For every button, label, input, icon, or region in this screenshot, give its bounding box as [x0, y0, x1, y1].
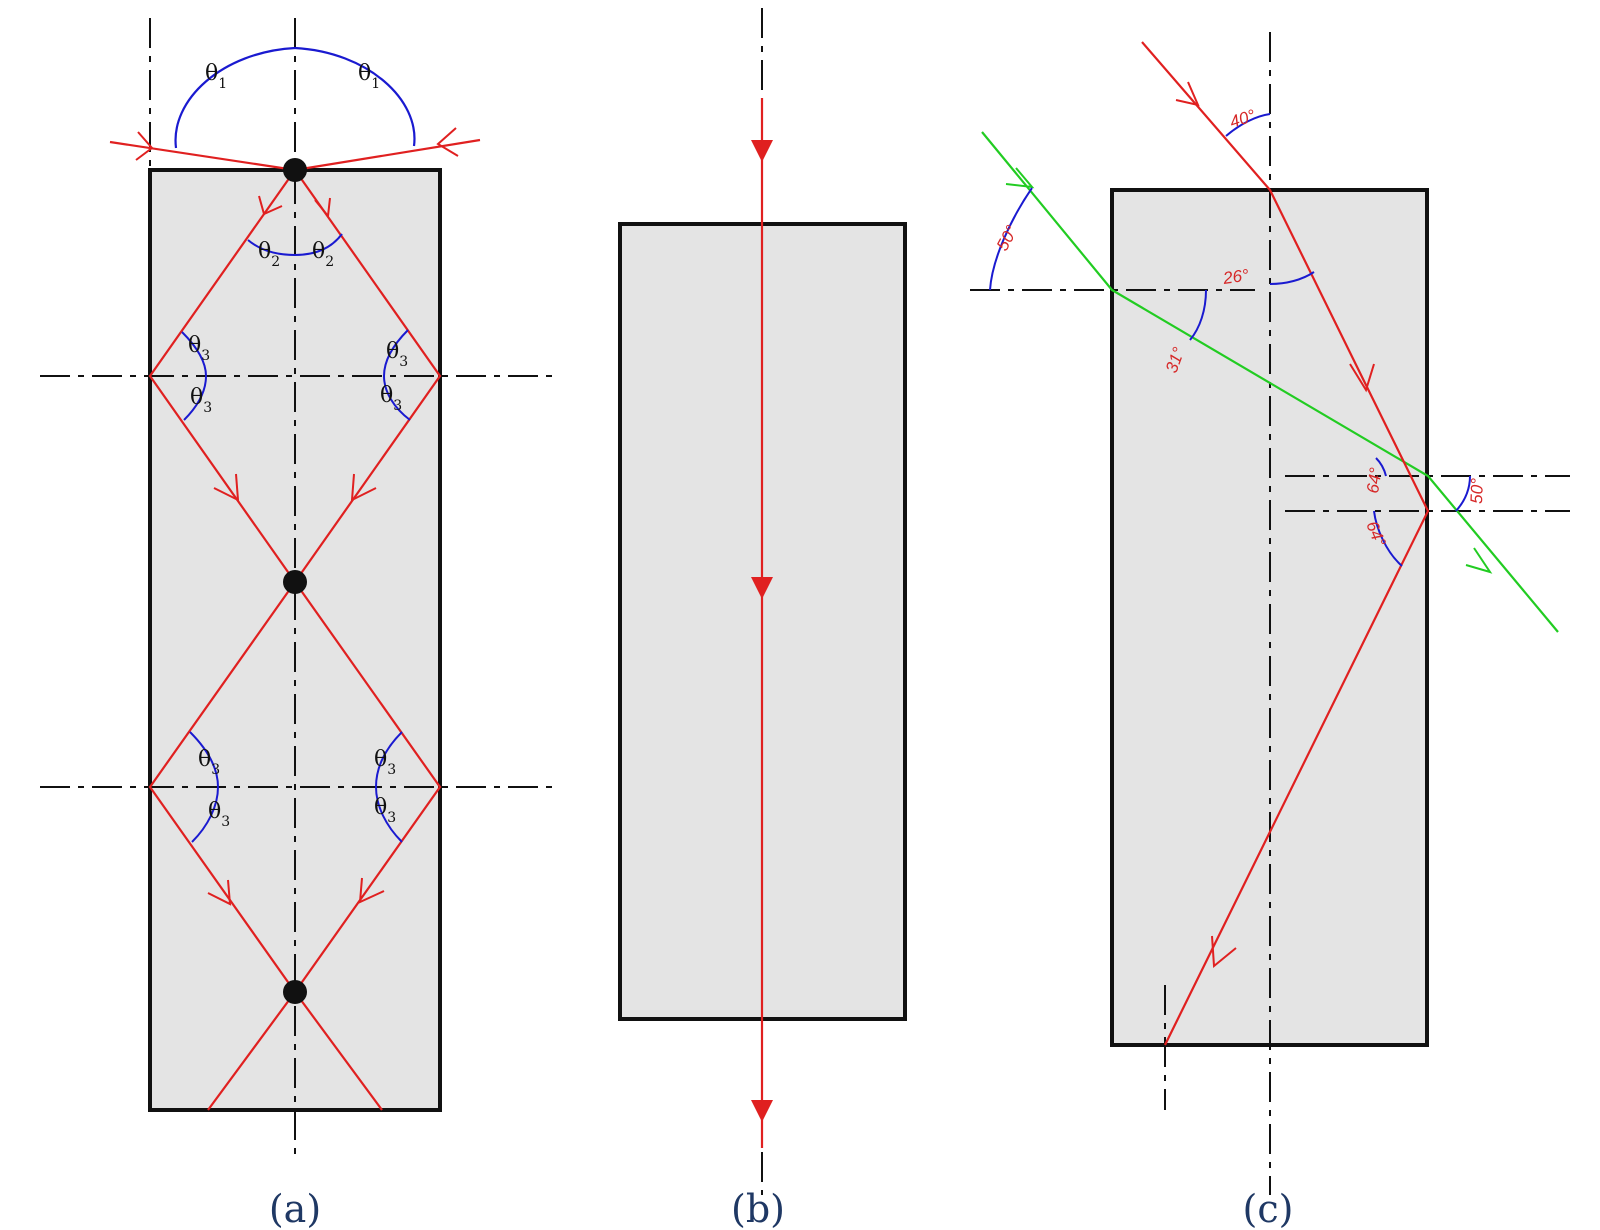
- arrow-a-5: [207, 879, 232, 906]
- label-theta3-ul-bottom: θ3: [190, 385, 212, 416]
- arrow-a-2: [314, 197, 331, 219]
- arc-theta3-lr-bottom: [375, 786, 403, 843]
- angle-label-64-upper: 64°: [1363, 466, 1385, 494]
- angle-label-50-left: 50°: [993, 222, 1022, 254]
- ray-a-zigzag-right: [293, 169, 442, 1111]
- panel-a: θ1 θ1 θ2 θ2 θ3 θ3 θ3 θ3 θ3 θ3 θ3 θ3 (a): [40, 18, 555, 1230]
- panel-label-b: (b): [731, 1187, 785, 1230]
- slab-a: [148, 168, 442, 1112]
- ray-c-green: [981, 131, 1559, 633]
- arrow-c-red-mid: [1349, 363, 1375, 393]
- arc-theta2-left: [247, 239, 296, 256]
- arc-theta3-ll-bottom: [191, 786, 219, 843]
- arc-c-64-lower: [1373, 510, 1403, 567]
- ray-a-incoming-left: [109, 140, 296, 172]
- arrow-a-4: [350, 473, 377, 502]
- arc-theta3-ur-bottom: [383, 375, 411, 421]
- arc-theta3-ll-top: [189, 731, 219, 788]
- ray-a-zigzag-left: [148, 169, 297, 1111]
- arrow-a-in-left: [135, 131, 154, 161]
- arc-c-64-upper: [1375, 457, 1387, 477]
- arc-theta3-ur-top: [383, 329, 409, 377]
- arrow-c-green-in: [1005, 167, 1035, 189]
- panel-label-a: (a): [269, 1187, 321, 1230]
- angle-label-26: 26°: [1221, 266, 1250, 289]
- label-theta2-left: θ2: [258, 239, 280, 270]
- label-theta3-ur-bottom: θ3: [380, 383, 402, 414]
- arrow-a-in-right: [436, 127, 459, 157]
- label-theta3-ll-bottom: θ3: [208, 799, 230, 830]
- label-theta1-left: θ1: [205, 61, 227, 92]
- label-theta3-ur-top: θ3: [386, 339, 408, 370]
- arrow-a-6: [358, 877, 385, 904]
- arc-c-50-right: [1455, 475, 1471, 512]
- arc-theta1-right: [294, 46, 416, 147]
- arrow-a-1: [258, 195, 283, 216]
- arrow-a-3: [213, 473, 240, 502]
- panel-label-c: (c): [1243, 1187, 1294, 1230]
- ray-c-red: [1141, 41, 1430, 1046]
- label-theta3-ll-top: θ3: [198, 747, 220, 778]
- angle-label-40: 40°: [1227, 106, 1258, 132]
- arrow-c-red-in: [1175, 81, 1200, 107]
- arc-theta2-right: [294, 233, 343, 256]
- focus-dot-top: [283, 158, 307, 182]
- label-theta3-ul-top: θ3: [188, 333, 210, 364]
- label-theta3-lr-bottom: θ3: [374, 795, 396, 826]
- arc-theta1-left: [174, 46, 296, 149]
- arc-theta3-lr-top: [375, 731, 403, 788]
- arc-theta3-ul-top: [181, 331, 207, 377]
- arrow-c-green-out: [1465, 547, 1493, 574]
- panel-b: (b): [618, 8, 907, 1230]
- arrow-b-top: [751, 140, 773, 162]
- arc-c-31: [1189, 289, 1207, 341]
- arc-theta3-ul-bottom: [183, 375, 207, 421]
- focus-dot-bottom: [283, 980, 307, 1004]
- arrow-b-bottom: [751, 1100, 773, 1122]
- focus-dot-middle: [283, 570, 307, 594]
- arrow-c-red-out: [1211, 935, 1237, 969]
- label-theta2-right: θ2: [312, 239, 334, 270]
- panel-c: 40° 26° 50° 31° 64° 64° 50° (c): [970, 32, 1570, 1230]
- arc-c-50-left: [989, 187, 1033, 291]
- arc-c-26: [1269, 271, 1315, 285]
- arc-c-40: [1225, 113, 1271, 137]
- label-theta1-right: θ1: [358, 61, 380, 92]
- ray-a-incoming-right: [294, 138, 481, 172]
- arrow-b-middle: [751, 577, 773, 599]
- angle-label-50-right: 50°: [1467, 478, 1487, 505]
- label-theta3-lr-top: θ3: [374, 747, 396, 778]
